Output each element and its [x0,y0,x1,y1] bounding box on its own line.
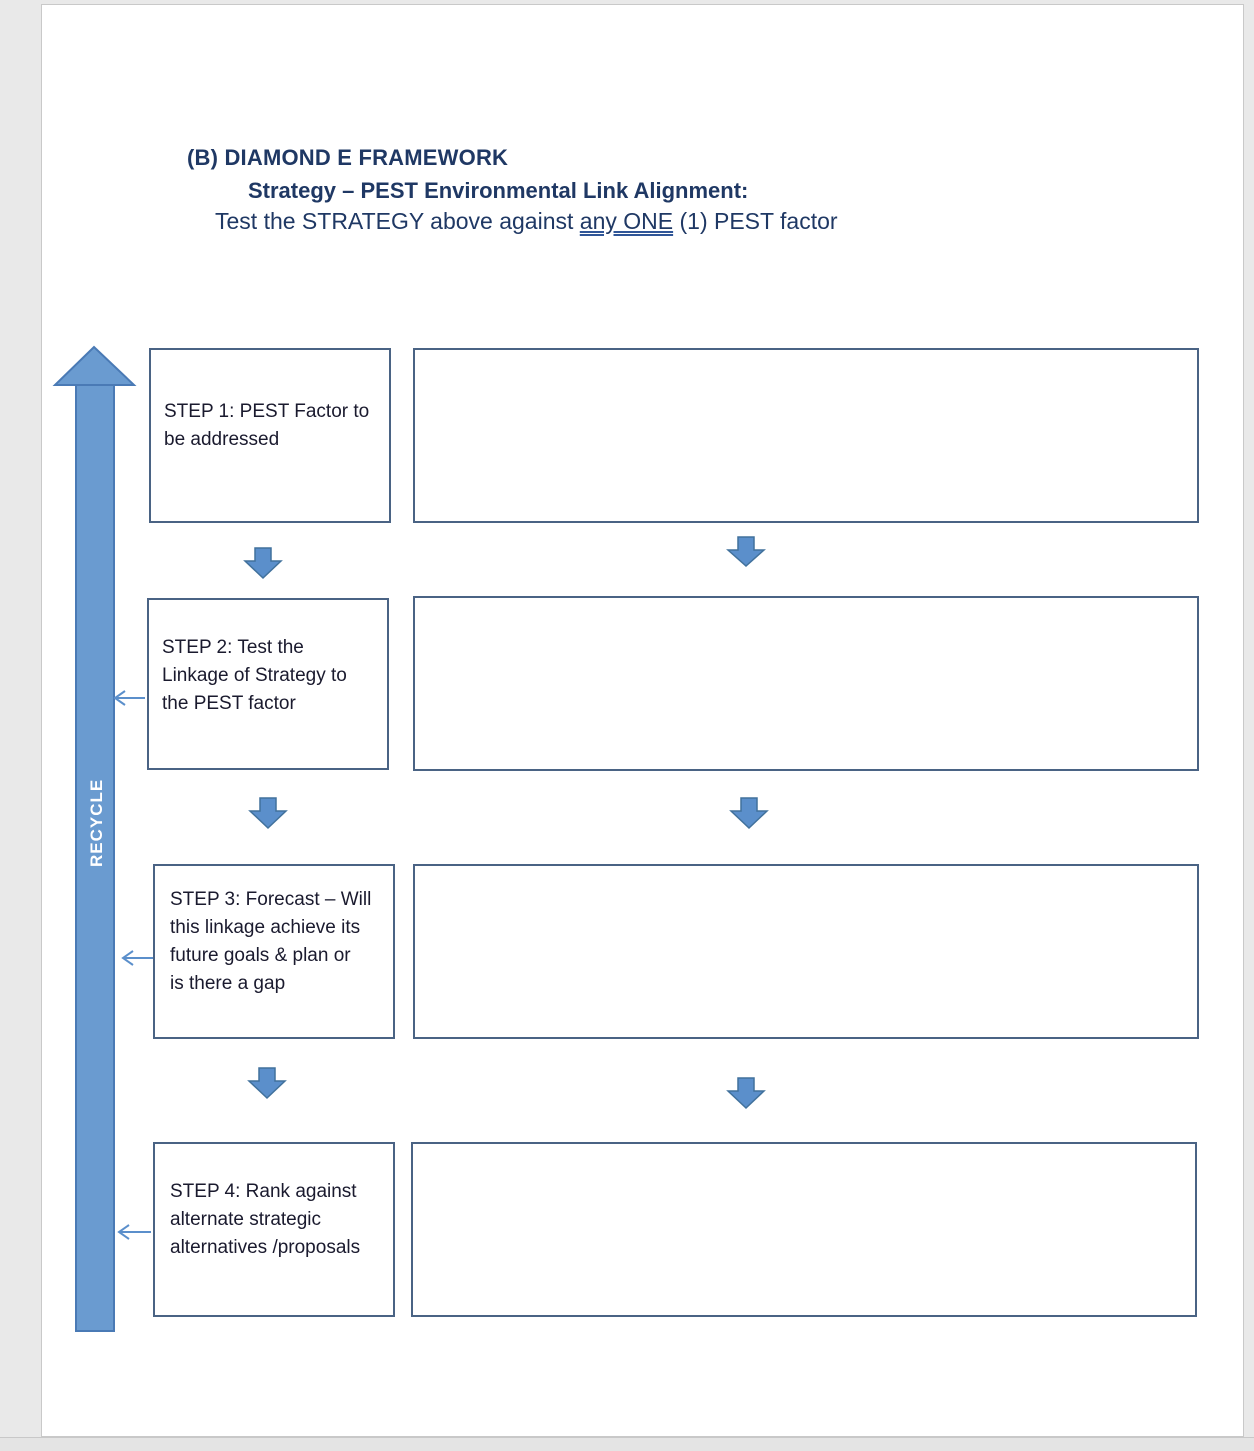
down-arrow-right-2 [729,797,769,830]
step-3-box [153,864,395,1039]
down-arrow-right-1 [726,536,766,568]
window-bottom-edge [0,1437,1254,1451]
recycle-label: RECYCLE [87,779,106,867]
instruction-text: Test the STRATEGY above against any ONE … [215,208,838,234]
step-2-box [147,598,389,770]
step-4-text: STEP 4: Rank against alternate strategic… [170,1181,361,1258]
feedback-arrow-step2 [113,690,145,706]
section-title: (B) DIAMOND E FRAMEWORK [187,145,509,170]
answer-box-step-1[interactable] [413,348,1199,523]
feedback-arrow-step3 [121,950,153,966]
step-4-box [153,1142,395,1317]
step-2-text: STEP 2: Test the Linkage of Strategy to … [162,637,347,714]
section-subtitle: Strategy – PEST Environmental Link Align… [248,178,749,203]
step-1-text: STEP 1: PEST Factor to be addressed [164,401,370,450]
recycle-arrow: RECYCLE [52,345,137,1332]
step-1-box [149,348,391,523]
down-arrow-left-2 [248,797,288,830]
down-arrow-left-1 [243,547,283,580]
down-arrow-left-3 [247,1067,287,1100]
feedback-arrow-step4 [117,1224,151,1240]
down-arrow-right-3 [726,1077,766,1110]
answer-box-step-4[interactable] [411,1142,1197,1317]
step-3-text: STEP 3: Forecast – Will this linkage ach… [170,889,372,994]
answer-box-step-2[interactable] [413,596,1199,771]
answer-box-step-3[interactable] [413,864,1199,1039]
underlined-phrase: any ONE [579,208,674,234]
